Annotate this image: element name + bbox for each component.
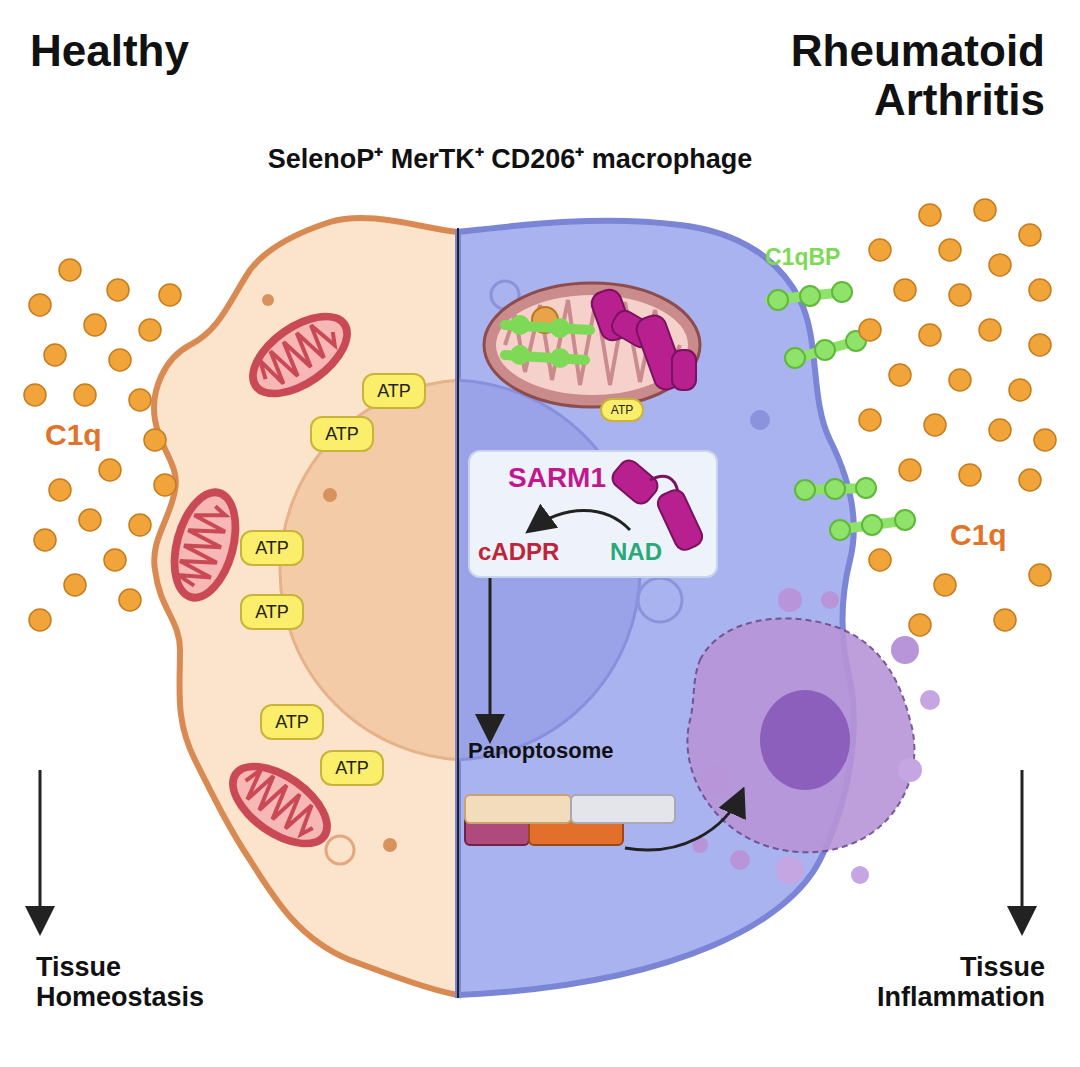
enzyme-box: SARM1 cADPR NAD	[468, 450, 718, 578]
mitochondrion	[234, 296, 366, 415]
reaction-arrow	[530, 511, 630, 531]
vesicle	[262, 294, 274, 306]
protein-subunit	[570, 794, 676, 824]
protein-subunit	[464, 794, 572, 824]
figure-title: SelenoP⁺ MerTK⁺ CD206⁺ macrophage	[190, 144, 830, 174]
divider-line	[457, 228, 459, 998]
atp-molecule: ATP	[310, 416, 374, 452]
node-text: ATP	[377, 381, 411, 402]
atp-molecule: ATP	[320, 750, 384, 786]
node-text: ATP	[255, 538, 289, 559]
node-text: ATP	[335, 758, 369, 779]
atp-molecule: ATP	[240, 530, 304, 566]
vesicle	[638, 578, 682, 622]
outcome-arrow	[39, 770, 42, 930]
node-text: ATP	[255, 602, 289, 623]
molecule-label: C1q	[45, 418, 135, 452]
vesicle	[750, 410, 770, 430]
metabolite-label: cADPR	[478, 538, 559, 566]
panel-heading: Healthy	[30, 26, 330, 75]
outcome-arrow	[1021, 770, 1024, 930]
node-text: ATP	[325, 424, 359, 445]
mitochondrion	[159, 481, 251, 610]
outcome-label: Tissue Inflammation	[800, 952, 1045, 1012]
sarm1-protein	[655, 487, 706, 553]
atp-molecule: ATP	[600, 398, 644, 422]
c1q-particles	[859, 199, 1056, 636]
vesicle	[326, 836, 354, 864]
dying-cell	[687, 588, 940, 884]
protein-label: SARM1	[508, 462, 606, 494]
molecule-label: C1q	[950, 518, 1050, 552]
atp-molecule: ATP	[260, 704, 324, 740]
outcome-label: Tissue Homeostasis	[36, 952, 276, 1012]
c1q-particles	[24, 259, 181, 631]
complex-label: Panoptosome	[468, 738, 613, 764]
metabolite-label: NAD	[610, 538, 662, 566]
vesicle	[383, 838, 397, 852]
healthy-nucleus	[280, 380, 458, 760]
sarm1-protein	[609, 456, 662, 507]
panel-heading: Rheumatoid Arthritis	[740, 26, 1045, 125]
damaged-mitochondrion	[484, 283, 700, 407]
flow-arrow	[489, 578, 492, 738]
atp-molecule: ATP	[362, 373, 426, 409]
node-text: ATP	[275, 712, 309, 733]
panoptosome-complex: Panoptosome	[460, 738, 682, 850]
vesicle	[323, 488, 337, 502]
node-text: ATP	[611, 403, 633, 417]
molecule-label: C1qBP	[765, 245, 875, 271]
c1qbp-receptor	[768, 282, 915, 540]
atp-molecule: ATP	[240, 594, 304, 630]
